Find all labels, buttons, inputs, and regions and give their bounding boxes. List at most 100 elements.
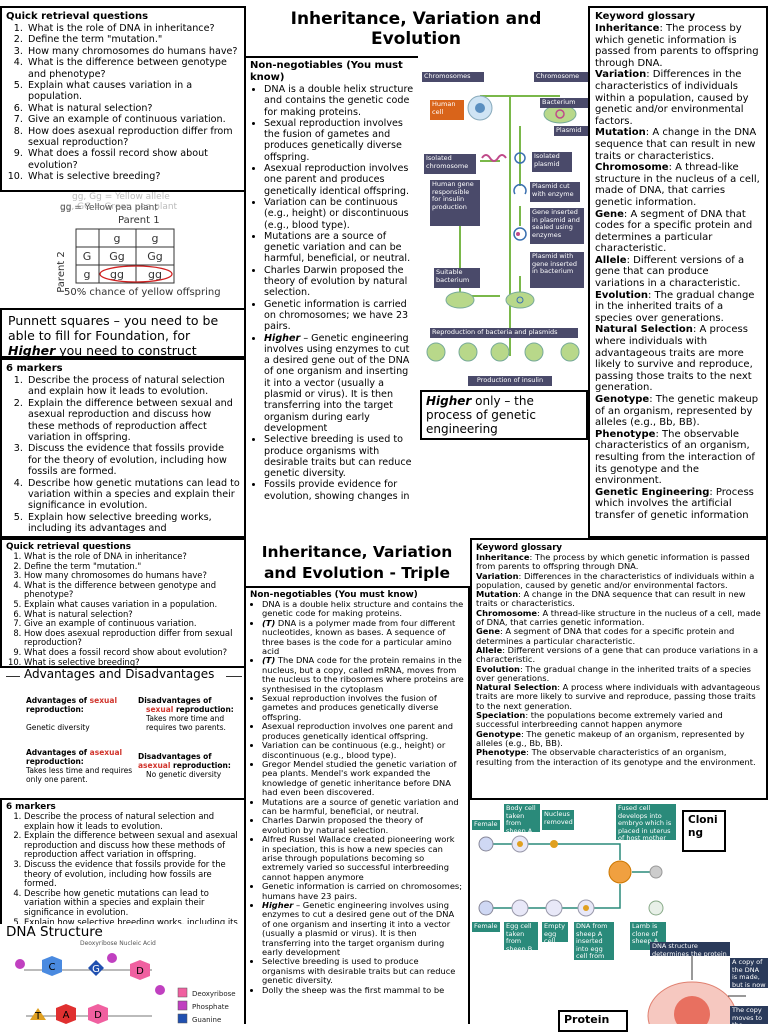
bacterium-colony-icon [560,342,580,362]
base-label: G [92,964,100,975]
glossary-entry: Variation: Differences in the characteri… [476,570,755,590]
punnett-note-text-2: you need to construct [55,343,197,358]
list-item: Explain how selective breeding works, in… [24,917,240,928]
glossary-entry: Gene: A segment of DNA that codes for a … [595,208,753,255]
punnett-overlay-2: gg, GG = Green pea plant [60,202,178,212]
retrieval-heading: Quick retrieval questions [6,11,149,22]
punnett-cell: gg [148,268,162,281]
list-item: Explain what causes variation in a popul… [26,80,240,103]
cloning-label: Cloning [682,810,726,852]
list-item: Charles Darwin proposed the theory of ev… [264,265,414,299]
bacterium-icon [543,104,577,124]
list-item: How many chromosomes do humans have? [26,46,240,57]
keyword-glossary-top: Keyword glossary Inheritance: The proces… [588,6,768,538]
glossary-entry: Chromosome: A thread-like structure in t… [476,607,761,628]
punnett-overlay-3: gg = Yellow pea plant [60,203,158,213]
base-a-icon [56,1004,76,1024]
label-suitable-bacterium: Suitable bacterium [434,268,480,288]
list-item: What is selective breeding? [26,171,240,182]
label-gene-inserted: Gene inserted in plasmid and sealed usin… [530,208,584,244]
list-item: Dolly the sheep was the first mammal to … [262,985,464,995]
parent2-label: Parent 2 [56,251,67,293]
label-female-b: Female [472,922,500,932]
highlight-ellipse [99,265,173,283]
plasmid-icon [514,152,526,164]
phosphate-icon [15,959,25,969]
cloning-svg [478,835,664,917]
glossary-entry: Natural Selection: A process where indiv… [476,682,761,711]
list-item: Sexual reproduction involves the fusion … [264,118,414,163]
list-item: Asexual reproduction involves one parent… [264,163,414,197]
glossary-entry: Evolution: The gradual change in the inh… [595,289,755,324]
glossary-entry: Mutation: A change in the DNA sequence t… [595,127,757,162]
glossary-entry: Gene: A segment of DNA that codes for a … [476,626,735,646]
list-item: Fossils provide evidence for evolution, … [264,479,414,502]
list-item: Genetic information is carried on chromo… [262,881,464,901]
list-item: DNA is a double helix structure and cont… [264,84,414,118]
list-item: What is the difference between genotype … [24,580,240,600]
six-markers-list: Describe the process of natural selectio… [6,375,240,535]
glossary-list: Inheritance: The process by which geneti… [476,552,762,767]
bacterium-colony-icon [458,342,478,362]
glossary-entry: Chromosome: A thread-like structure in t… [595,162,760,208]
modified-bacterium-icon [505,291,535,309]
list-item: Gregor Mendel studied the genetic variat… [262,759,464,798]
list-item: Describe the process of natural selectio… [24,811,240,831]
glossary-entry: Evolution: The gradual change in the inh… [476,663,751,683]
list-item: What is natural selection? [24,609,240,620]
list-item: What is the role of DNA in inheritance? [26,23,240,34]
protein-label: Protein [558,1010,628,1032]
glossary-entry: Natural Selection: A process where indiv… [595,324,753,394]
list-item: Describe the process of natural selectio… [26,375,240,398]
adv-heading: Advantages and Disadvantages [24,667,215,681]
advantages-disadvantages: Advantages and Disadvantages Advantages … [0,667,246,798]
list-item: Give an example of continuous variation. [24,619,240,629]
dis-asexual: Disadvantages of asexual reproduction:No… [138,752,231,779]
list-item: Explain the difference between sexual an… [26,398,240,444]
label-production: Production of insulin [468,376,552,386]
list-item: What does a fossil record show about evo… [26,148,240,171]
glossary-heading: Keyword glossary [595,11,696,22]
protein-svg [647,950,746,1024]
bacterium-colony-icon [426,342,446,362]
non-negotiables-list: DNA is a double helix structure and cont… [250,84,414,502]
glossary-entry: Speciation: the populations become extre… [476,710,723,730]
retrieval-heading: Quick retrieval questions [6,542,131,552]
list-item: (T) DNA is a polymer made from four diff… [262,618,464,657]
glossary-entry: Inheritance: The process by which geneti… [476,552,750,572]
legend-label: Guanine [192,1016,221,1024]
list-item: Sexual reproduction involves the fusion … [262,693,464,722]
list-item: How many chromosomes do humans have? [24,571,240,581]
list-item: Selective breeding is used to produce or… [262,957,464,985]
label-nucleus-removed: Nucleus removed [542,810,574,830]
adv-asexual: Advantages of asexual reproduction:Takes… [26,748,133,784]
cut-plasmid-icon [513,184,527,195]
label-body-cell: Body cell taken from sheep A [504,804,540,834]
base-t-icon [30,1008,46,1020]
glossary-heading: Keyword glossary [476,543,563,553]
list-item: Genetic information is carried on chromo… [264,299,414,333]
non-negotiables-top: Non-negotiables (You must know) DNA is a… [244,56,418,538]
genetic-engineering-diagram: Chromosomes Chromosome Human cell Bacter… [420,66,588,390]
punnett-note-emph: Higher [8,343,56,358]
six-markers-heading: 6 markers [6,802,56,812]
glossary-entry: Genotype: The genetic makeup of an organ… [595,394,759,429]
punnett-top-1: g [114,232,121,245]
genetic-engineering-svg [426,95,580,362]
protein-note-1: DNA structure determines the protein syn… [650,942,730,965]
list-item: Variation can be continuous (e.g., heigh… [262,740,464,760]
list-item: Higher – Genetic engineering involves us… [262,900,464,957]
non-negotiables-heading: Non-negotiables (You must know) [250,60,403,83]
six-markers-top: 6 markers Describe the process of natura… [0,358,246,538]
punnett-cell: Gg [147,250,163,263]
base-label: C [49,962,56,973]
glossary-entry: Inheritance: The process by which geneti… [595,23,759,69]
list-item: Variation can be continuous (e.g., heigh… [264,197,414,231]
phosphate-icon [155,985,165,995]
list-item: Discuss the evidence that fossils provid… [26,443,240,477]
legend-label: Phosphate [192,1003,229,1011]
bacterium-colony-icon [524,342,544,362]
list-item: What is the difference between genotype … [26,57,240,80]
genetic-engineering-caption: Higher only – the process of genetic eng… [420,390,588,440]
glossary-entry: Phenotype: The observable characteristic… [595,428,755,487]
